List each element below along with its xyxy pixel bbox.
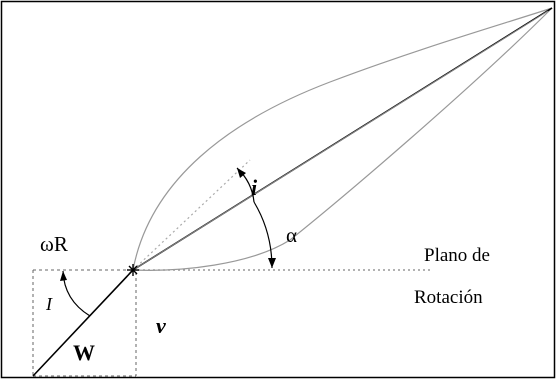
incidence-arrowhead — [237, 168, 246, 178]
relative-velocity-label: W — [73, 340, 95, 365]
axial-velocity-label: v — [156, 313, 166, 338]
relative-velocity-vector — [32, 269, 134, 377]
chord-line-secondary — [132, 10, 549, 271]
omega-r-label: ωR — [40, 232, 68, 256]
leading-edge-marker — [127, 264, 139, 276]
plane-label-line1: Plano de — [424, 245, 490, 266]
incidence-label: i — [251, 175, 258, 200]
inflow-angle-label: I — [45, 294, 53, 314]
angle-i-arc — [62, 270, 91, 317]
attack-angle-label: α — [286, 223, 297, 247]
angle-i-arrowhead — [60, 271, 67, 281]
alpha-arrowhead — [268, 258, 276, 268]
zero-lift-line — [132, 159, 251, 271]
plane-label-line2: Rotación — [414, 287, 483, 308]
